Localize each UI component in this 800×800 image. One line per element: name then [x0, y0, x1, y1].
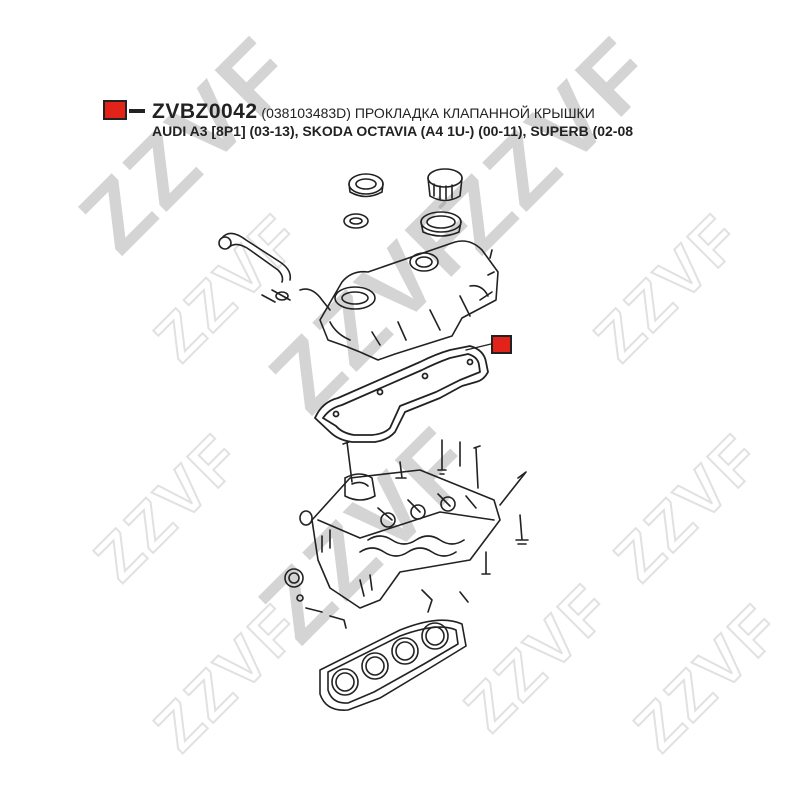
valve-cover — [319, 240, 499, 361]
part-title: ZVBZ0042 (038103483D) ПРОКЛАДКА КЛАПАННО… — [152, 100, 595, 124]
vehicle-applicability: AUDI A3 [8P1] (03-13), SKODA OCTAVIA (A4… — [152, 123, 634, 139]
bolts — [342, 439, 529, 575]
cylinder-head-gasket — [319, 619, 467, 711]
breather-hose — [218, 232, 331, 311]
part-description: (038103483D) ПРОКЛАДКА КЛАПАННОЙ КРЫШКИ — [257, 105, 595, 121]
valve-cover-gasket — [314, 345, 489, 443]
part-code: ZVBZ0042 — [152, 100, 258, 123]
legend-marker-icon — [103, 100, 127, 120]
legend-dash — [129, 109, 145, 113]
callout-marker-icon — [491, 335, 512, 354]
cylinder-head — [311, 469, 501, 609]
oil-filler-cap — [420, 168, 463, 237]
small-parts — [284, 510, 469, 629]
oil-seal — [343, 173, 384, 229]
callout-leader — [465, 343, 492, 351]
